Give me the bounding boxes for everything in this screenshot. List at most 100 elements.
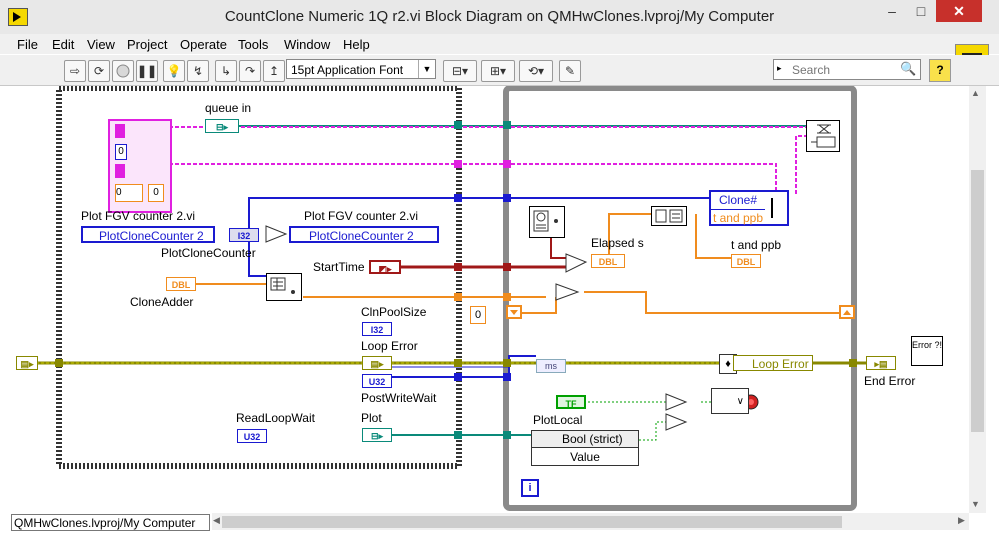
get-date-time-node[interactable] (529, 206, 565, 238)
plot-label: Plot (361, 411, 382, 425)
left-while-loop-inner (62, 91, 456, 463)
block-diagram[interactable]: queue in ⊟▸ 0 0 0 Plot FGV counter 2.vi … (11, 86, 969, 513)
cln-pool-size-label: ClnPoolSize (361, 305, 427, 319)
elapsed-s-label: Elapsed s (591, 236, 644, 250)
menu-project[interactable]: Project (127, 37, 168, 52)
post-write-wait-terminal[interactable]: U32 (362, 374, 392, 388)
t-and-ppb-indicator[interactable]: DBL (731, 254, 761, 268)
run-continuously-icon[interactable]: ⟳ (88, 60, 110, 82)
labview-app-icon (8, 8, 28, 26)
loop-error-terminal[interactable]: ▤▸ (362, 356, 392, 370)
cln-pool-size-terminal[interactable]: I32 (362, 322, 392, 336)
cluster-dbl-value: 0 (148, 184, 164, 202)
value-property: Value (570, 450, 600, 464)
start-time-terminal[interactable]: ◩▸ (369, 260, 401, 274)
scroll-down-icon[interactable]: ▼ (971, 499, 980, 509)
boolean-true-constant[interactable]: TF (556, 395, 586, 409)
window-title: CountClone Numeric 1Q r2.vi Block Diagra… (224, 8, 775, 25)
scroll-right-icon[interactable]: ▶ (958, 515, 965, 525)
start-time-label: StartTime (313, 260, 365, 274)
menu-file[interactable]: File (17, 37, 38, 52)
close-button[interactable]: ✕ (936, 0, 982, 22)
bool-strict-header: Bool (strict) (532, 431, 638, 448)
increment-node (265, 225, 288, 243)
vertical-scroll-thumb[interactable] (971, 170, 984, 432)
menu-edit[interactable]: Edit (52, 37, 75, 52)
pause-icon[interactable]: ❚❚ (136, 60, 158, 82)
cluster-dbl-array: 0 (115, 184, 143, 202)
step-over-icon[interactable]: ↷ (239, 60, 261, 82)
menu-tools[interactable]: Tools (238, 37, 269, 52)
vi-refnum-constant-2[interactable]: PlotCloneCounter 2 (289, 226, 439, 243)
elapsed-s-indicator[interactable]: DBL (591, 254, 625, 268)
clone-adder-label: CloneAdder (130, 295, 194, 309)
bundle-by-name-node[interactable]: Clone# t and ppb (709, 190, 789, 226)
context-help-icon[interactable]: ? (929, 59, 951, 82)
scroll-left-icon[interactable]: ◀ (213, 515, 220, 525)
loop-error-label: Loop Error (361, 339, 418, 353)
minimize-button[interactable]: – (888, 3, 896, 19)
menu-bar (0, 34, 999, 54)
font-selector[interactable]: 15pt Application Font (286, 59, 436, 79)
search-input[interactable] (790, 61, 900, 79)
iteration-terminal: i (521, 479, 539, 497)
i32-property-node[interactable]: I32 (229, 228, 259, 242)
subtract-node (565, 253, 588, 273)
cluster-element (115, 124, 125, 138)
cluster-numeric: 0 (115, 144, 127, 160)
numeric-constant-zero[interactable]: 0 (470, 306, 486, 324)
clone-adder-terminal[interactable]: DBL (166, 277, 196, 291)
t-and-ppb-field: t and ppb (711, 209, 765, 225)
add-node (555, 283, 580, 301)
distribute-objects-icon[interactable]: ⊞▾ (481, 60, 515, 82)
align-objects-icon[interactable]: ⊟▾ (443, 60, 477, 82)
project-context-status: QMHwClones.lvproj/My Computer (11, 514, 210, 531)
read-loop-wait-label: ReadLoopWait (236, 411, 315, 425)
end-error-terminal[interactable]: ▸▤ (866, 356, 896, 370)
bundle-output-icon (771, 198, 787, 218)
plot-clone-counter-label: PlotCloneCounter (161, 246, 256, 260)
horizontal-scroll-thumb[interactable] (222, 516, 842, 528)
enqueue-element-node[interactable] (806, 120, 840, 152)
step-into-icon[interactable]: ↳ (215, 60, 237, 82)
chevron-down-icon[interactable]: ▼ (418, 60, 435, 78)
scroll-up-icon[interactable]: ▲ (971, 88, 980, 98)
cluster-wire-mid (169, 163, 777, 194)
menu-view[interactable]: View (87, 37, 115, 52)
reorder-icon[interactable]: ⟲▾ (519, 60, 553, 82)
abort-icon[interactable] (112, 60, 134, 82)
highlight-execution-icon[interactable]: 💡 (163, 60, 185, 82)
retain-wire-values-icon[interactable]: ↯ (187, 60, 209, 82)
plot-local-label: PlotLocal (533, 413, 583, 427)
t-and-ppb-label: t and ppb (731, 238, 782, 252)
build-array-node[interactable] (651, 206, 687, 226)
error-in-terminal[interactable]: ▤▸ (16, 356, 38, 370)
end-error-label: End Error (864, 374, 916, 388)
clone-num-field: Clone# (718, 193, 758, 207)
compound-or-node[interactable]: ∨ (711, 388, 749, 414)
step-out-icon[interactable]: ↥ (263, 60, 285, 82)
menu-window[interactable]: Window (284, 37, 331, 52)
call-by-reference-node[interactable] (266, 273, 302, 301)
maximize-button[interactable]: □ (916, 3, 926, 19)
property-node-plot[interactable]: Bool (strict) Value (531, 430, 639, 466)
plot-fgv-label-1: Plot FGV counter 2.vi (81, 209, 196, 223)
plot-terminal[interactable]: ⊟▸ (362, 428, 392, 442)
menu-operate[interactable]: Operate (180, 37, 227, 52)
search-scope-icon: ▸ (777, 63, 782, 73)
cleanup-diagram-icon[interactable]: ✎ (559, 60, 581, 82)
vi-refnum-constant-1[interactable]: PlotCloneCounter 2 (81, 226, 215, 243)
search-box[interactable]: ▸ 🔍 (773, 59, 921, 80)
error-handler-icon[interactable]: Error ?! (911, 336, 943, 366)
queue-in-terminal[interactable]: ⊟▸ (205, 119, 239, 133)
cluster-constant[interactable]: 0 0 0 (108, 119, 172, 213)
queue-in-label: queue in (205, 101, 252, 115)
run-arrow-icon[interactable]: ⇨ (64, 60, 86, 82)
post-write-wait-label: PostWriteWait (361, 391, 437, 405)
search-icon[interactable]: 🔍 (900, 61, 917, 76)
menu-help[interactable]: Help (343, 37, 370, 52)
cluster-element-b (115, 164, 125, 178)
loop-error-local[interactable]: Loop Error (733, 355, 813, 371)
read-loop-wait-terminal[interactable]: U32 (237, 429, 267, 443)
wait-ms-node[interactable]: ms (536, 359, 566, 373)
